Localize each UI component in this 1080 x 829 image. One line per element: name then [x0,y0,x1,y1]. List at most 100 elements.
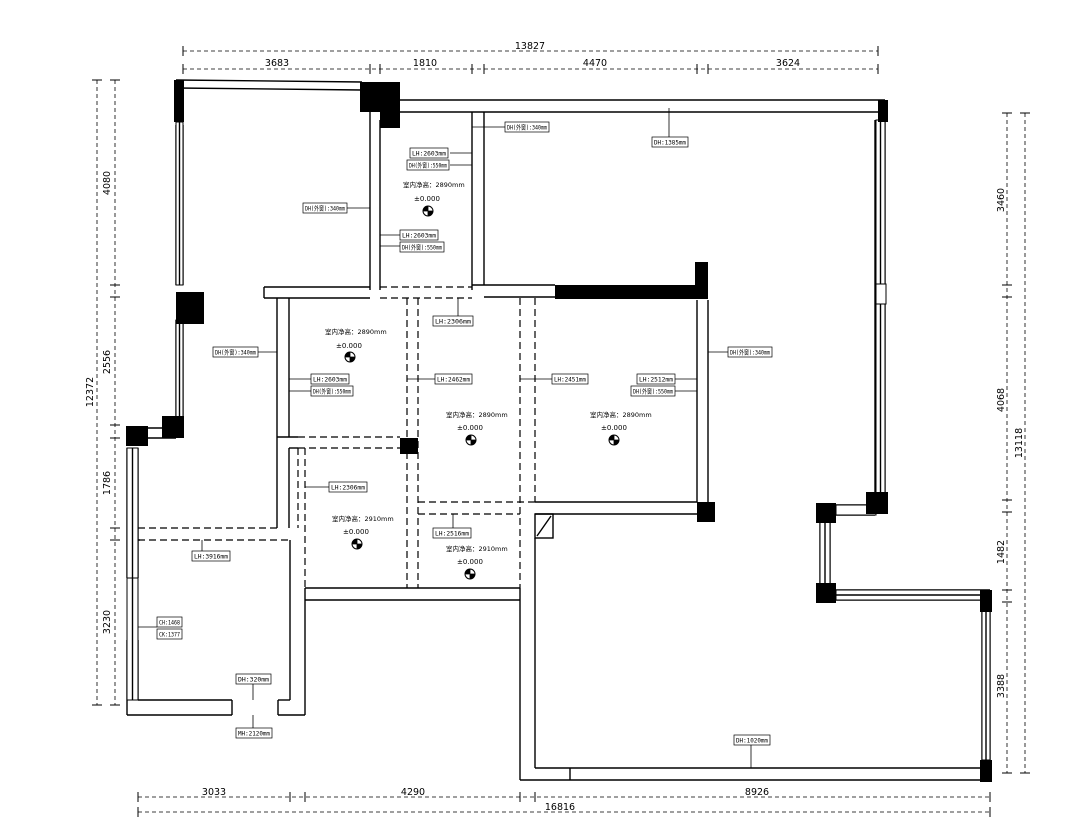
svg-text:DH:1385mm: DH:1385mm [654,139,686,147]
level-marker-icon [344,351,356,363]
tag-lh-2512: LH:2512mm [636,373,676,385]
svg-text:±0.000: ±0.000 [601,424,627,432]
dimensions-bottom: 3033 4290 8926 16816 [137,787,991,817]
tag-dh-window-4: DH(外窗):340mm [727,346,773,358]
svg-text:室内净高：2910mm: 室内净高：2910mm [332,514,394,523]
dim-bottom-1: 3033 [202,787,226,798]
svg-text:LH:2603mm: LH:2603mm [402,232,436,240]
svg-text:DH(外窗):550mm: DH(外窗):550mm [409,161,447,170]
svg-text:CK:1377: CK:1377 [159,631,180,639]
level-marker-icon [608,434,620,446]
svg-text:LH:2306mm: LH:2306mm [435,318,471,326]
svg-text:±0.000: ±0.000 [336,342,362,350]
svg-text:LH:2512mm: LH:2512mm [639,376,673,384]
svg-text:DH(外窗):340mm: DH(外窗):340mm [507,123,547,132]
tag-dh-550-c: DH(外窗):550mm [310,385,354,397]
dim-right-4: 3388 [996,674,1007,698]
tag-dh-1385: DH:1385mm [651,136,689,148]
room-label-4: 室内净高：2890mm ±0.000 [590,410,652,446]
dimensions-right: 3460 4068 13118 1482 3388 [996,112,1030,774]
dimensions-top: 13827 3683 1810 4470 3624 [182,41,879,74]
tag-lh-2603-b: LH:2603mm [399,229,439,241]
tag-dh-1020: DH:1020mm [733,734,771,746]
svg-text:LH:2451mm: LH:2451mm [554,376,586,384]
svg-text:CH:1468: CH:1468 [159,619,180,627]
level-marker-icon [351,538,363,550]
svg-text:LH:2462mm: LH:2462mm [437,376,470,384]
room-label-6: 室内净高：2910mm ±0.000 [446,544,508,580]
svg-text:LH:2603mm: LH:2603mm [313,376,347,384]
dim-top-3: 4470 [583,58,607,69]
dim-top-4: 3624 [776,58,800,69]
svg-text:LH:3916mm: LH:3916mm [194,553,228,561]
dim-right-1: 3460 [996,188,1007,212]
tag-ck-1377: CK:1377 [156,628,183,640]
tag-dh-window-3: DH(外窗):340mm [212,346,259,358]
svg-text:DH(外窗):550mm: DH(外窗):550mm [402,243,442,252]
svg-text:DH:320mm: DH:320mm [238,676,269,684]
tag-lh-3916: LH:3916mm [191,550,231,562]
svg-text:DH(外窗):550mm: DH(外窗):550mm [313,387,351,396]
columns [126,80,992,782]
room-label-1: 室内净高：2890mm ±0.000 [403,180,465,217]
svg-text:LH:2306mm: LH:2306mm [331,484,365,492]
svg-text:LH:2603mm: LH:2603mm [412,150,446,158]
svg-text:室内净高：2890mm: 室内净高：2890mm [325,327,387,336]
dim-bottom-2: 4290 [401,787,425,798]
tag-dh-320: DH:320mm [235,673,272,685]
dim-left-1: 4080 [102,171,113,195]
dim-top-total: 13827 [515,41,545,52]
svg-text:±0.000: ±0.000 [457,558,483,566]
dim-bottom-3: 8926 [745,787,769,798]
tag-lh-2603-c: LH:2603mm [310,373,350,385]
svg-text:DH(外窗):340mm: DH(外窗):340mm [305,204,345,213]
svg-text:DH(外窗):340mm: DH(外窗):340mm [215,348,256,357]
level-marker-icon [464,568,476,580]
tag-dh-window-2: DH(外窗):340mm [302,202,348,214]
dim-top-1: 3683 [265,58,289,69]
svg-text:LH:2516mm: LH:2516mm [435,530,469,538]
dim-bottom-total: 16816 [545,802,575,813]
tag-lh-2516: LH:2516mm [432,527,472,539]
tag-dh-550-b: DH(外窗):550mm [399,241,445,253]
tag-dh-550-a: DH(外窗):550mm [406,159,450,171]
svg-text:室内净高：2890mm: 室内净高：2890mm [403,180,465,189]
windows [126,119,991,761]
dim-top-2: 1810 [413,58,437,69]
svg-text:DH(外窗):340mm: DH(外窗):340mm [730,348,770,357]
tag-dh-550-d: DH(外窗):550mm [630,385,676,397]
svg-text:DH:1020mm: DH:1020mm [736,737,768,745]
tag-ch-1468: CH:1468 [156,616,183,628]
room-label-5: 室内净高：2910mm ±0.000 [332,514,394,550]
tag-mh-2120: MH:2120mm [235,727,273,739]
dim-right-3: 1482 [996,540,1007,564]
dim-left-3: 1786 [102,471,113,495]
level-marker-icon [422,205,434,217]
svg-text:±0.000: ±0.000 [343,528,369,536]
dashed-lines [138,286,536,588]
svg-text:MH:2120mm: MH:2120mm [238,730,270,738]
tag-lh-2603-a: LH:2603mm [409,147,449,159]
dim-left-total: 12372 [85,377,96,407]
dim-right-total: 13118 [1014,428,1025,458]
room-label-3: 室内净高：2890mm ±0.000 [446,410,508,446]
svg-text:室内净高：2890mm: 室内净高：2890mm [446,410,508,419]
dim-right-2: 4068 [996,388,1007,412]
svg-text:±0.000: ±0.000 [457,424,483,432]
tag-labels: DH(外窗):340mm DH(外窗):340mm DH:1385mm LH:2… [156,121,773,746]
tag-lh-2306-a: LH:2306mm [432,315,474,327]
tag-lh-2306-b: LH:2306mm [328,481,368,493]
room-label-2: 室内净高：2890mm ±0.000 [325,327,387,363]
tag-lh-2462: LH:2462mm [434,373,473,385]
leader-lines [138,108,752,768]
dimensions-left: 4080 2556 12372 1786 3230 [85,79,120,706]
tag-dh-window-1: DH(外窗):340mm [504,121,550,133]
dim-left-2: 2556 [102,350,113,374]
dim-left-4: 3230 [102,610,113,634]
level-marker-icon [465,434,477,446]
tag-lh-2451: LH:2451mm [551,373,589,385]
svg-text:室内净高：2910mm: 室内净高：2910mm [446,544,508,553]
svg-text:室内净高：2890mm: 室内净高：2890mm [590,410,652,419]
svg-text:DH(外窗):550mm: DH(外窗):550mm [633,387,673,396]
